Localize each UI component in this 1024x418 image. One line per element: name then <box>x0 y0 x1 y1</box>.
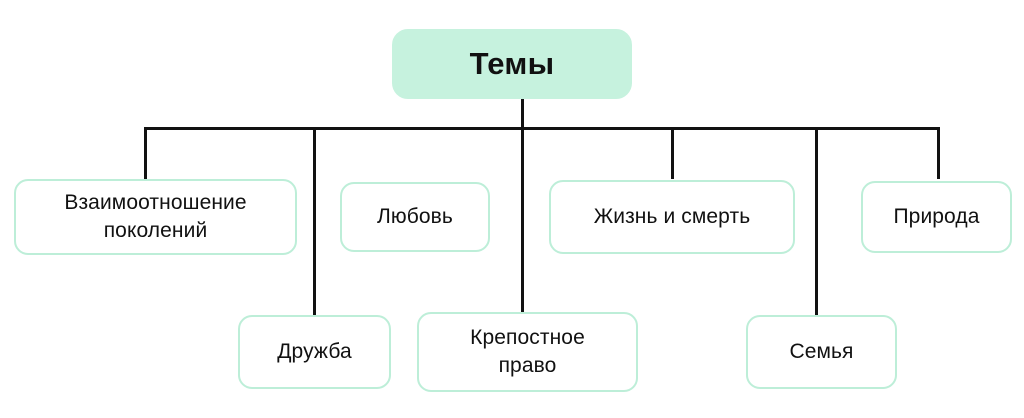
node-label: Любовь <box>377 205 453 229</box>
node-label: Жизнь и смерть <box>593 205 751 229</box>
node-label: Крепостное право <box>429 324 626 379</box>
connector-drop-druzhba <box>313 127 316 315</box>
node-root-temy[interactable]: Темы <box>392 29 632 99</box>
node-label: Взаимоотношение поколений <box>26 189 285 244</box>
node-label: Природа <box>893 205 980 229</box>
node-label-line2: поколений <box>103 219 208 242</box>
node-label: Темы <box>469 45 555 81</box>
connector-root-stem <box>521 99 524 129</box>
node-druzhba[interactable]: Дружба <box>238 315 391 389</box>
connector-drop-zhizn-i-smert <box>671 127 674 179</box>
node-label-line1: Взаимоотношение <box>64 191 247 215</box>
connector-drop-vzaimootnoshenie <box>144 127 147 179</box>
node-label: Семья <box>789 340 854 364</box>
node-label: Дружба <box>277 340 352 364</box>
connector-drop-semya <box>815 127 818 315</box>
node-priroda[interactable]: Природа <box>861 181 1012 253</box>
node-krepostnoe-pravo[interactable]: Крепостное право <box>417 312 638 392</box>
connector-drop-priroda <box>937 127 940 179</box>
node-vzaimootnoshenie-pokoleniy[interactable]: Взаимоотношение поколений <box>14 179 297 255</box>
connector-horizontal-bus <box>144 127 940 130</box>
node-semya[interactable]: Семья <box>746 315 897 389</box>
node-lyubov[interactable]: Любовь <box>340 182 490 252</box>
node-label-line1: Крепостное <box>470 326 585 350</box>
node-zhizn-i-smert[interactable]: Жизнь и смерть <box>549 180 795 254</box>
node-label-line2: право <box>498 354 557 377</box>
connector-drop-krepostnoe-pravo <box>521 127 524 312</box>
